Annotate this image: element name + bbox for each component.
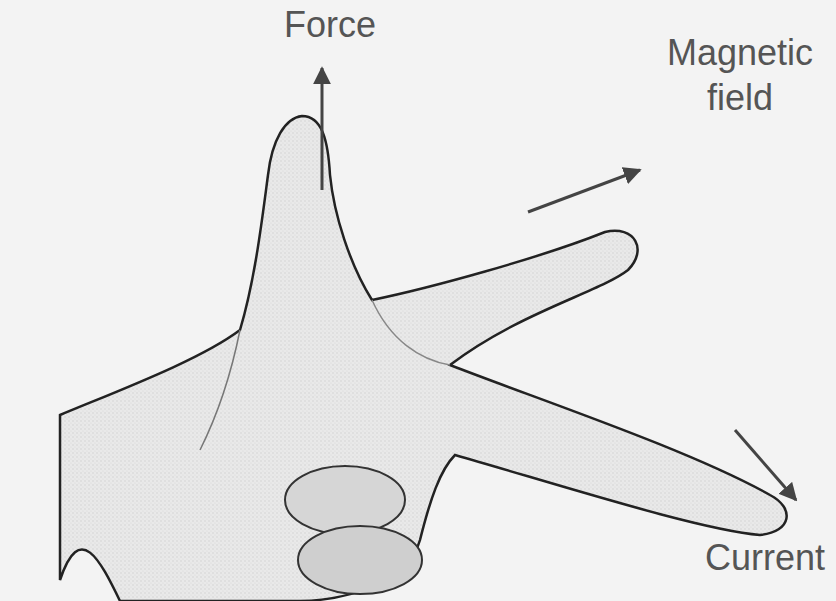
force-arrow [321, 68, 324, 190]
field-arrow [528, 170, 640, 212]
hand-outline [60, 116, 787, 601]
curled-finger [285, 466, 405, 534]
current-arrow [735, 430, 796, 500]
curled-finger [298, 526, 422, 594]
field-label: Magnetic field [652, 30, 828, 120]
force-label: Force [270, 2, 390, 47]
current-label: Current [700, 535, 830, 580]
palm-crease [200, 330, 240, 450]
finger-crease [372, 300, 450, 365]
